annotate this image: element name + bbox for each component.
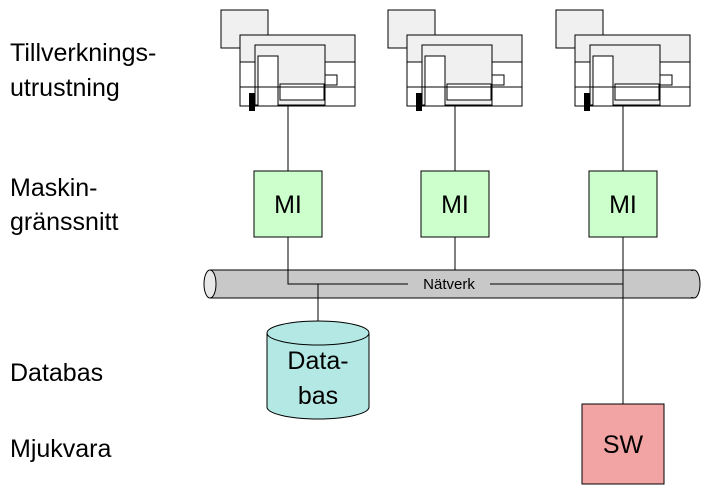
database-label-line2: bas bbox=[298, 382, 338, 410]
equipment-label-line2: utrustning bbox=[10, 74, 120, 102]
network-pipe-right-fill bbox=[686, 271, 694, 297]
mi-box-3: MI bbox=[588, 170, 658, 238]
mi-box-2-label: MI bbox=[441, 191, 469, 219]
machine-1-handle bbox=[249, 93, 255, 111]
mi-box-1-label: MI bbox=[274, 191, 302, 219]
machine-3-window bbox=[592, 55, 614, 107]
machine-3-switch bbox=[659, 74, 673, 86]
network-links bbox=[287, 237, 624, 404]
database-label-line1: Data- bbox=[287, 347, 348, 375]
machine-1-panel bbox=[279, 83, 325, 101]
connector-lines bbox=[287, 106, 624, 171]
mi-box-1-rect bbox=[253, 170, 323, 238]
database-cylinder: Data- bas bbox=[266, 320, 370, 420]
machine-2-handle bbox=[416, 93, 422, 111]
mi1-network-link bbox=[287, 237, 408, 285]
machine-2-window bbox=[424, 55, 446, 107]
network-label: Nätverk bbox=[423, 276, 475, 293]
database-body bbox=[266, 333, 370, 420]
network-pipe-left-end bbox=[203, 269, 217, 299]
software-row-label: Mjukvara bbox=[10, 435, 112, 463]
mi-box-3-label: MI bbox=[609, 191, 637, 219]
equipment-label-line1: Tillverknings- bbox=[10, 39, 156, 67]
machine-3-handle bbox=[584, 93, 590, 111]
machine-2-panel bbox=[446, 83, 492, 101]
database-row-label: Databas bbox=[10, 359, 103, 387]
machine-1 bbox=[220, 9, 356, 111]
mi-box-2-rect bbox=[420, 170, 490, 238]
interface-label-line1: Maskin- bbox=[10, 174, 98, 202]
mi-box-2: MI bbox=[420, 170, 490, 238]
database-top bbox=[266, 320, 370, 346]
software-box-rect bbox=[581, 403, 665, 485]
mi-box-1: MI bbox=[253, 170, 323, 238]
machine-3-panel bbox=[614, 83, 660, 101]
interface-label-line2: gränssnitt bbox=[10, 208, 118, 236]
machine-1-window bbox=[257, 55, 279, 107]
mi-box-3-rect bbox=[588, 170, 658, 238]
machine-3 bbox=[555, 9, 691, 111]
software-box-label: SW bbox=[603, 431, 644, 459]
machine-2-switch bbox=[491, 74, 505, 86]
software-box: SW bbox=[581, 403, 665, 485]
machine-1-switch bbox=[324, 74, 338, 86]
machine-2 bbox=[387, 9, 523, 111]
